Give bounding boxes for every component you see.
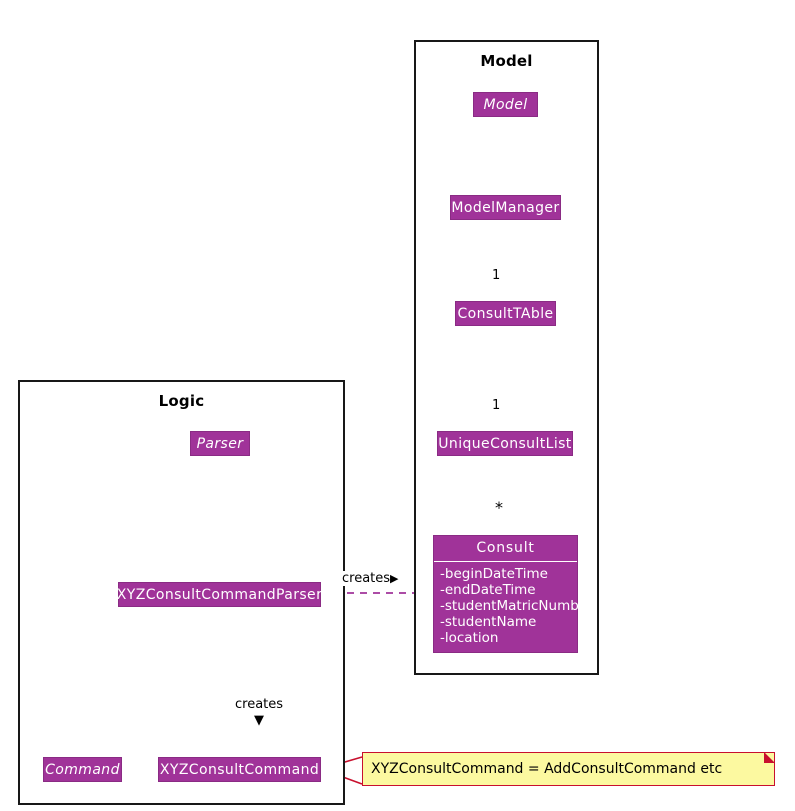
class-consult[interactable]: Consult -beginDateTime -endDateTime -stu…: [433, 535, 593, 653]
package-logic-title: Logic: [158, 392, 205, 410]
class-consult-attributes: -beginDateTime -endDateTime -studentMatr…: [434, 562, 593, 651]
class-xyz-consult-command-parser-label: XYZConsultCommandParser: [116, 586, 323, 603]
creates-consult-text: creates: [342, 571, 391, 586]
class-xyz-consult-command-parser[interactable]: XYZConsultCommandParser: [116, 582, 323, 607]
creates-command-direction-icon: ▼: [254, 713, 265, 728]
class-unique-consult-list[interactable]: UniqueConsultList: [437, 431, 573, 456]
class-consult-attribute: -location: [440, 630, 499, 646]
class-model-manager-label: ModelManager: [451, 199, 560, 216]
class-consult-attribute: -beginDateTime: [440, 566, 548, 582]
note-xyz-consult-command[interactable]: XYZConsultCommand = AddConsultCommand et…: [362, 752, 775, 786]
class-parser-interface-label: Parser: [196, 435, 244, 452]
class-consult-attribute: -studentName: [440, 614, 537, 630]
class-command-interface-label: Command: [45, 761, 120, 778]
multiplicity-uniqueconsultlist-consult: *: [495, 498, 503, 517]
class-command-interface[interactable]: Command: [43, 757, 122, 782]
class-consult-name: Consult: [434, 536, 577, 562]
class-unique-consult-list-label: UniqueConsultList: [438, 435, 572, 452]
relationship-label-creates-consult: creates▶: [342, 571, 399, 586]
creates-command-text: creates: [235, 697, 284, 712]
class-consult-attribute: -studentMatricNumber: [440, 598, 593, 614]
note-fold-corner: [764, 752, 775, 763]
class-model-interface-label: Model: [483, 96, 528, 113]
class-model-interface[interactable]: Model: [473, 92, 538, 117]
package-model-title: Model: [480, 52, 533, 70]
multiplicity-modelmanager-consulttable: 1: [492, 268, 501, 283]
note-xyz-consult-command-text: XYZConsultCommand = AddConsultCommand et…: [371, 761, 723, 777]
class-model-manager[interactable]: ModelManager: [450, 195, 561, 220]
multiplicity-consulttable-uniqueconsultlist: 1: [492, 398, 501, 413]
class-xyz-consult-command[interactable]: XYZConsultCommand: [158, 757, 321, 782]
class-xyz-consult-command-label: XYZConsultCommand: [159, 761, 320, 778]
class-consult-table-label: ConsultTAble: [457, 305, 554, 322]
class-parser-interface[interactable]: Parser: [190, 431, 250, 456]
class-consult-attribute: -endDateTime: [440, 582, 536, 598]
class-consult-table[interactable]: ConsultTAble: [455, 301, 556, 326]
creates-consult-direction-icon: ▶: [390, 572, 399, 585]
relationship-label-creates-command: creates ▼: [235, 697, 283, 727]
